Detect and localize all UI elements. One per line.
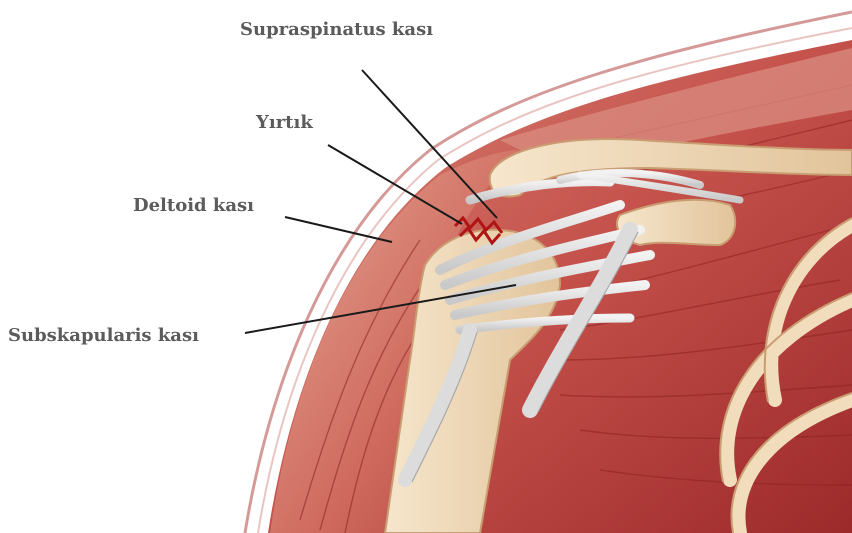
label-supraspinatus: Supraspinatus kası	[240, 21, 433, 39]
label-tear: Yırtık	[256, 114, 313, 132]
label-deltoid: Deltoid kası	[133, 197, 254, 215]
label-subscapularis: Subskapularis kası	[8, 327, 199, 345]
leader-deltoid	[285, 217, 392, 242]
